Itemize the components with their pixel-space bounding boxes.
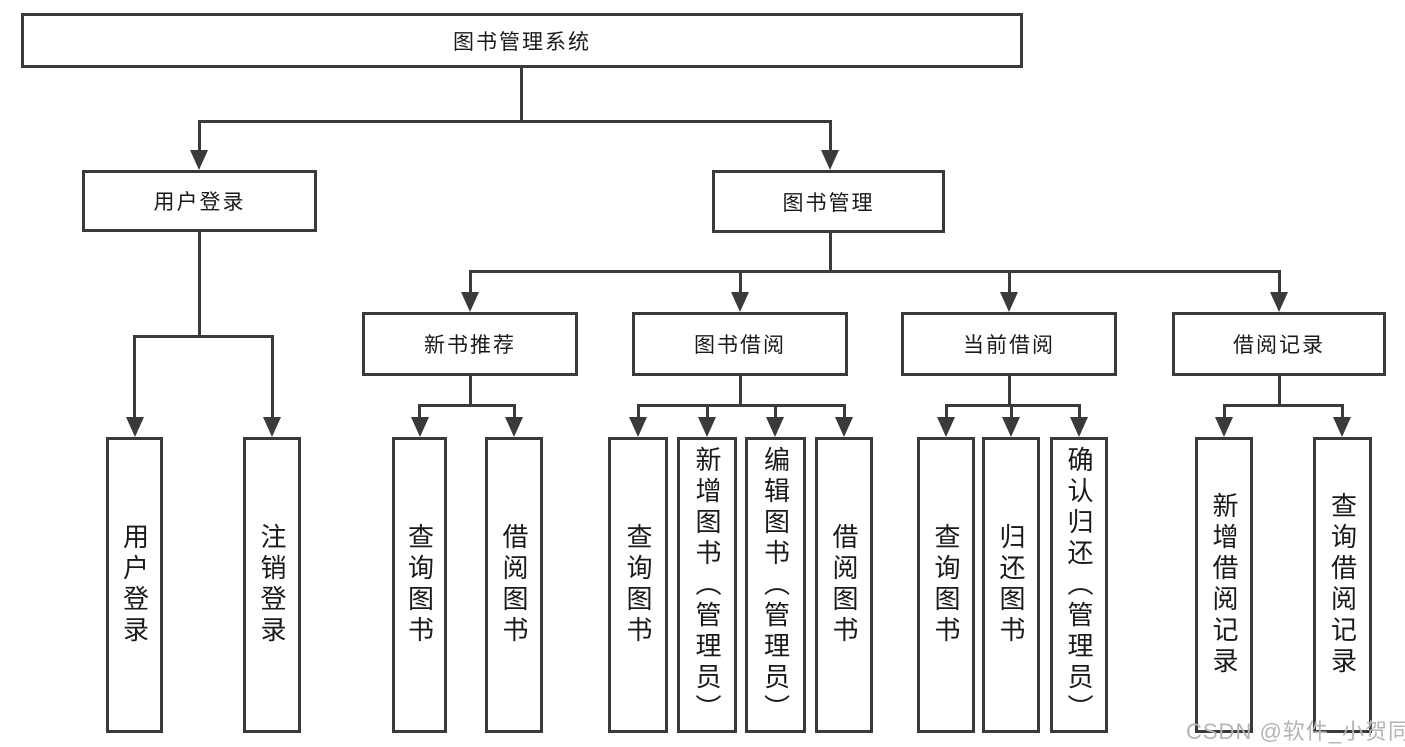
connector-root-stem xyxy=(520,68,523,122)
leaf-current-confirm-return-admin: 确认归还（管理员） xyxy=(1050,437,1108,733)
leaf-recommend-borrow-books-label: 借阅图书 xyxy=(499,523,529,647)
connector-arrowhead xyxy=(835,417,853,437)
node-user-login: 用户登录 xyxy=(82,170,317,232)
connector-to-book-management xyxy=(829,120,832,152)
connector-to-current-query xyxy=(945,404,948,419)
connector-to-leaf-logout xyxy=(271,335,274,419)
connector-to-records-add xyxy=(1223,404,1226,419)
leaf-borrow-edit-books-admin: 编辑图书（管理员） xyxy=(745,437,806,733)
leaf-borrow-edit-books-admin-label: 编辑图书（管理员） xyxy=(760,445,791,725)
connector-to-recommend-query xyxy=(418,404,421,419)
connector-arrowhead xyxy=(505,417,523,437)
connector-arrowhead xyxy=(1002,417,1020,437)
connector-borrow-branch xyxy=(637,404,845,407)
connector-arrowhead xyxy=(1333,417,1351,437)
connector-recommend-stem xyxy=(469,376,472,406)
connector-arrowhead xyxy=(411,417,429,437)
leaf-logout: 注销登录 xyxy=(243,437,301,733)
node-current-borrow: 当前借阅 xyxy=(901,312,1117,376)
leaf-user-login-label: 用户登录 xyxy=(119,523,150,647)
node-borrow-records-label: 借阅记录 xyxy=(1233,334,1325,357)
connector-to-borrow-add xyxy=(706,404,709,419)
leaf-records-query-record-label: 查询借阅记录 xyxy=(1327,492,1358,678)
connector-records-stem xyxy=(1278,376,1281,406)
connector-to-borrow-query xyxy=(637,404,640,419)
connector-arrowhead xyxy=(766,417,784,437)
leaf-recommend-query-books: 查询图书 xyxy=(392,437,447,733)
connector-to-new-book-recommend xyxy=(469,270,472,294)
connector-records-branch xyxy=(1223,404,1344,407)
connector-arrowhead xyxy=(698,417,716,437)
node-new-book-recommend-label: 新书推荐 xyxy=(424,334,516,357)
connector-current-stem xyxy=(1008,376,1011,406)
connector-arrowhead xyxy=(126,417,144,437)
connector-book-management-branch xyxy=(469,270,1281,273)
connector-user-login-branch xyxy=(133,335,274,338)
connector-arrowhead xyxy=(1070,417,1088,437)
node-current-borrow-label: 当前借阅 xyxy=(963,334,1055,357)
connector-to-book-borrow xyxy=(739,270,742,294)
node-root-label: 图书管理系统 xyxy=(453,30,591,54)
leaf-records-add-record-label: 新增借阅记录 xyxy=(1209,492,1239,678)
connector-arrowhead xyxy=(731,292,749,312)
connector-to-recommend-borrow xyxy=(513,404,516,419)
leaf-current-return-books: 归还图书 xyxy=(982,437,1040,733)
leaf-recommend-borrow-books: 借阅图书 xyxy=(485,437,543,733)
node-borrow-records: 借阅记录 xyxy=(1172,312,1386,376)
connector-arrowhead xyxy=(821,150,839,170)
node-book-management-label: 图书管理 xyxy=(782,191,875,215)
connector-arrowhead xyxy=(1000,292,1018,312)
leaf-borrow-add-books-admin: 新增图书（管理员） xyxy=(677,437,737,733)
connector-borrow-stem xyxy=(739,376,742,406)
leaf-current-confirm-return-admin-label: 确认归还（管理员） xyxy=(1064,445,1094,725)
connector-arrowhead xyxy=(1270,292,1288,312)
connector-to-current-borrow xyxy=(1008,270,1011,294)
node-book-management: 图书管理 xyxy=(712,170,945,233)
csdn-watermark: CSDN @软件_小贺同学 xyxy=(1186,719,1405,744)
connector-to-borrow-records xyxy=(1278,270,1281,294)
leaf-logout-label: 注销登录 xyxy=(257,523,287,647)
leaf-records-query-record: 查询借阅记录 xyxy=(1313,437,1372,733)
leaf-borrow-borrow-books-label: 借阅图书 xyxy=(829,523,859,647)
connector-to-leaf-user-login xyxy=(133,335,136,419)
connector-to-borrow-edit xyxy=(774,404,777,419)
leaf-current-query-books: 查询图书 xyxy=(917,437,975,733)
leaf-current-query-books-label: 查询图书 xyxy=(931,523,961,647)
leaf-user-login: 用户登录 xyxy=(106,437,163,733)
connector-to-borrow-borrow xyxy=(843,404,846,419)
connector-current-branch xyxy=(945,404,1081,407)
connector-to-user-login xyxy=(198,120,201,152)
leaf-current-return-books-label: 归还图书 xyxy=(996,523,1026,647)
leaf-records-add-record: 新增借阅记录 xyxy=(1195,437,1253,733)
connector-arrowhead xyxy=(629,417,647,437)
connector-recommend-branch xyxy=(418,404,516,407)
leaf-recommend-query-books-label: 查询图书 xyxy=(404,523,435,647)
connector-arrowhead xyxy=(461,292,479,312)
connector-arrowhead xyxy=(263,417,281,437)
connector-arrowhead xyxy=(190,150,208,170)
node-new-book-recommend: 新书推荐 xyxy=(362,312,578,376)
connector-root-branch xyxy=(198,120,832,123)
connector-arrowhead xyxy=(937,417,955,437)
leaf-borrow-borrow-books: 借阅图书 xyxy=(815,437,873,733)
connector-user-login-stem xyxy=(198,232,201,337)
leaf-borrow-query-books: 查询图书 xyxy=(608,437,668,733)
connector-to-current-return xyxy=(1010,404,1013,419)
connector-to-current-confirm xyxy=(1078,404,1081,419)
node-book-borrow: 图书借阅 xyxy=(632,312,848,376)
connector-book-management-stem xyxy=(829,233,832,272)
leaf-borrow-query-books-label: 查询图书 xyxy=(623,523,653,647)
connector-arrowhead xyxy=(1215,417,1233,437)
leaf-borrow-add-books-admin-label: 新增图书（管理员） xyxy=(692,445,722,725)
node-book-borrow-label: 图书借阅 xyxy=(694,334,786,357)
node-root: 图书管理系统 xyxy=(21,13,1023,68)
connector-to-records-query xyxy=(1341,404,1344,419)
node-user-login-label: 用户登录 xyxy=(153,191,246,214)
